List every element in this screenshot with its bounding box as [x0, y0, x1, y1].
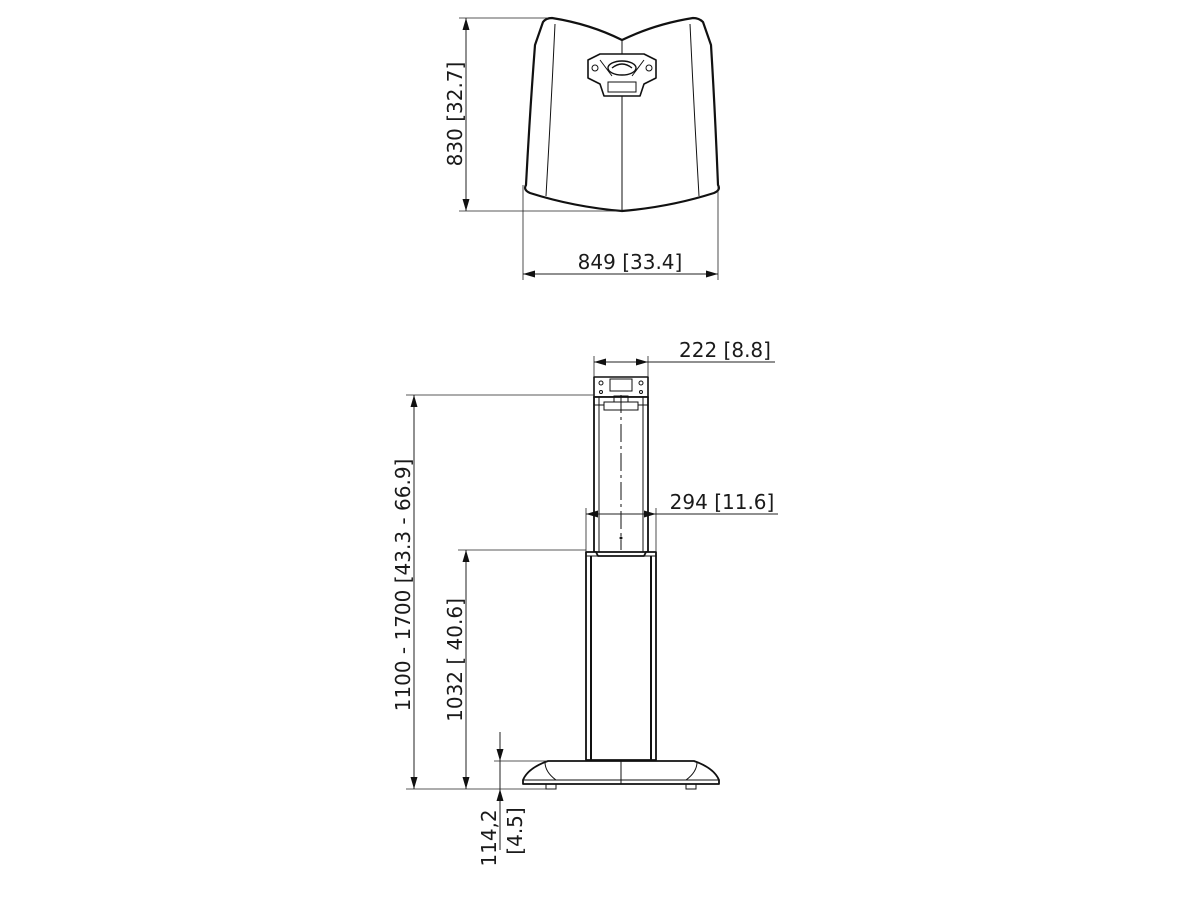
column-width-label: 222 [8.8] — [679, 338, 771, 362]
base-column-height-label: 1032 [ 40.6] — [443, 598, 467, 722]
width-label: 849 [33.4] — [578, 250, 683, 274]
overall-height-dimension: 1100 - 1700 [43.3 - 66.9] — [391, 394, 594, 790]
lower-column — [585, 551, 657, 761]
mounting-bracket — [587, 53, 657, 97]
side-view: 222 [8.8] 294 [11.6] 1100 - 1700 [43.3 -… — [391, 338, 778, 867]
column-depth-dimension: 294 [11.6] — [585, 490, 778, 552]
base-height-label-line1: 114,2 — [477, 809, 501, 866]
depth-label: 830 [32.7] — [443, 62, 467, 167]
width-dimension: 849 [33.4] — [522, 185, 719, 280]
right-panel-line — [689, 23, 700, 197]
column-width-dimension: 222 [8.8] — [593, 338, 775, 377]
left-panel-line — [545, 23, 556, 197]
base-column-height-dimension: 1032 [ 40.6] — [443, 549, 586, 789]
depth-dimension: 830 [32.7] — [443, 17, 622, 212]
base-height-dimension: 114,2 [4.5] — [477, 732, 548, 867]
base-height-label-line2: [4.5] — [503, 807, 527, 854]
top-view: 830 [32.7] 849 [33.4] — [443, 16, 720, 280]
column-depth-label: 294 [11.6] — [670, 490, 775, 514]
base-foot — [522, 760, 720, 790]
overall-height-label: 1100 - 1700 [43.3 - 66.9] — [391, 459, 415, 712]
column-head — [593, 376, 649, 398]
